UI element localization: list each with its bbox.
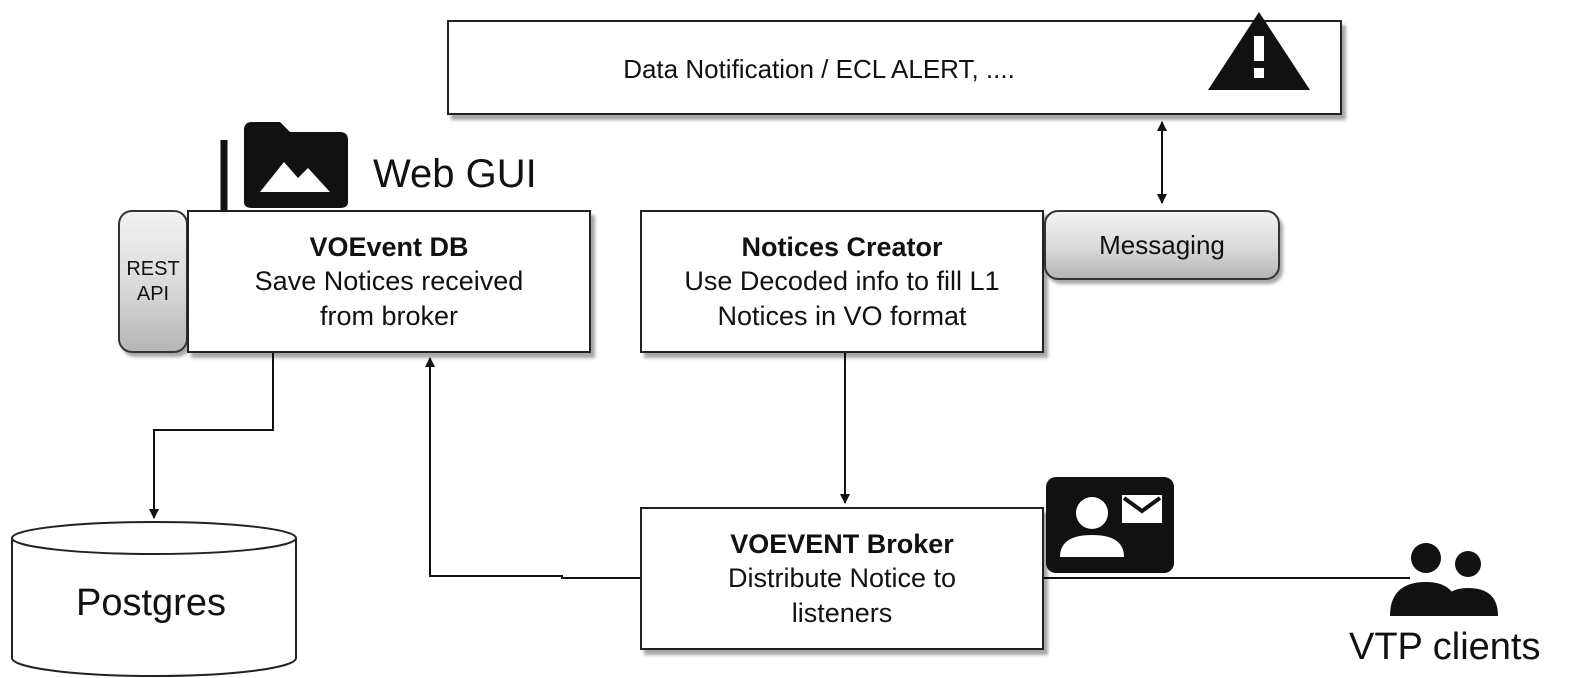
alert-text: Data Notification / ECL ALERT, .... <box>623 54 1015 84</box>
postgres-label: Postgres <box>76 582 226 624</box>
notices-creator-box: Notices Creator Use Decoded info to fill… <box>640 210 1044 353</box>
broker-line1: Distribute Notice to <box>727 563 957 594</box>
rest-api-line2: API <box>136 282 170 305</box>
contact-mail-icon <box>1046 477 1174 573</box>
db-postgres-connector <box>149 353 274 519</box>
image-folder-icon <box>220 122 348 226</box>
notices-creator-title: Notices Creator <box>741 231 943 262</box>
web-gui-label: Web GUI <box>373 152 537 196</box>
messaging-pill: Messaging <box>1044 210 1280 280</box>
messaging-label: Messaging <box>1099 229 1225 260</box>
voevent-db-line1: Save Notices received <box>254 266 524 297</box>
alert-box: Data Notification / ECL ALERT, .... <box>447 12 1342 115</box>
warning-icon <box>1208 12 1310 90</box>
voevent-db-line2: from broker <box>319 300 459 331</box>
rest-api-pill: REST API <box>118 210 188 353</box>
voevent-db-title: VOEvent DB <box>309 231 469 262</box>
rest-api-line1: REST <box>126 257 180 280</box>
notices-creator-line1: Use Decoded info to fill L1 <box>684 266 1000 297</box>
database-cylinder-icon <box>11 521 297 677</box>
voevent-broker-box: VOEVENT Broker Distribute Notice to list… <box>640 507 1044 650</box>
notices-creator-line2: Notices in VO format <box>717 300 967 331</box>
broker-line2: listeners <box>791 597 893 628</box>
people-icon <box>1390 543 1498 616</box>
vtp-clients-label: VTP clients <box>1349 626 1541 668</box>
broker-db-connector <box>425 357 640 579</box>
voevent-db-box: VOEvent DB Save Notices received from br… <box>187 210 591 353</box>
broker-title: VOEVENT Broker <box>730 528 954 559</box>
